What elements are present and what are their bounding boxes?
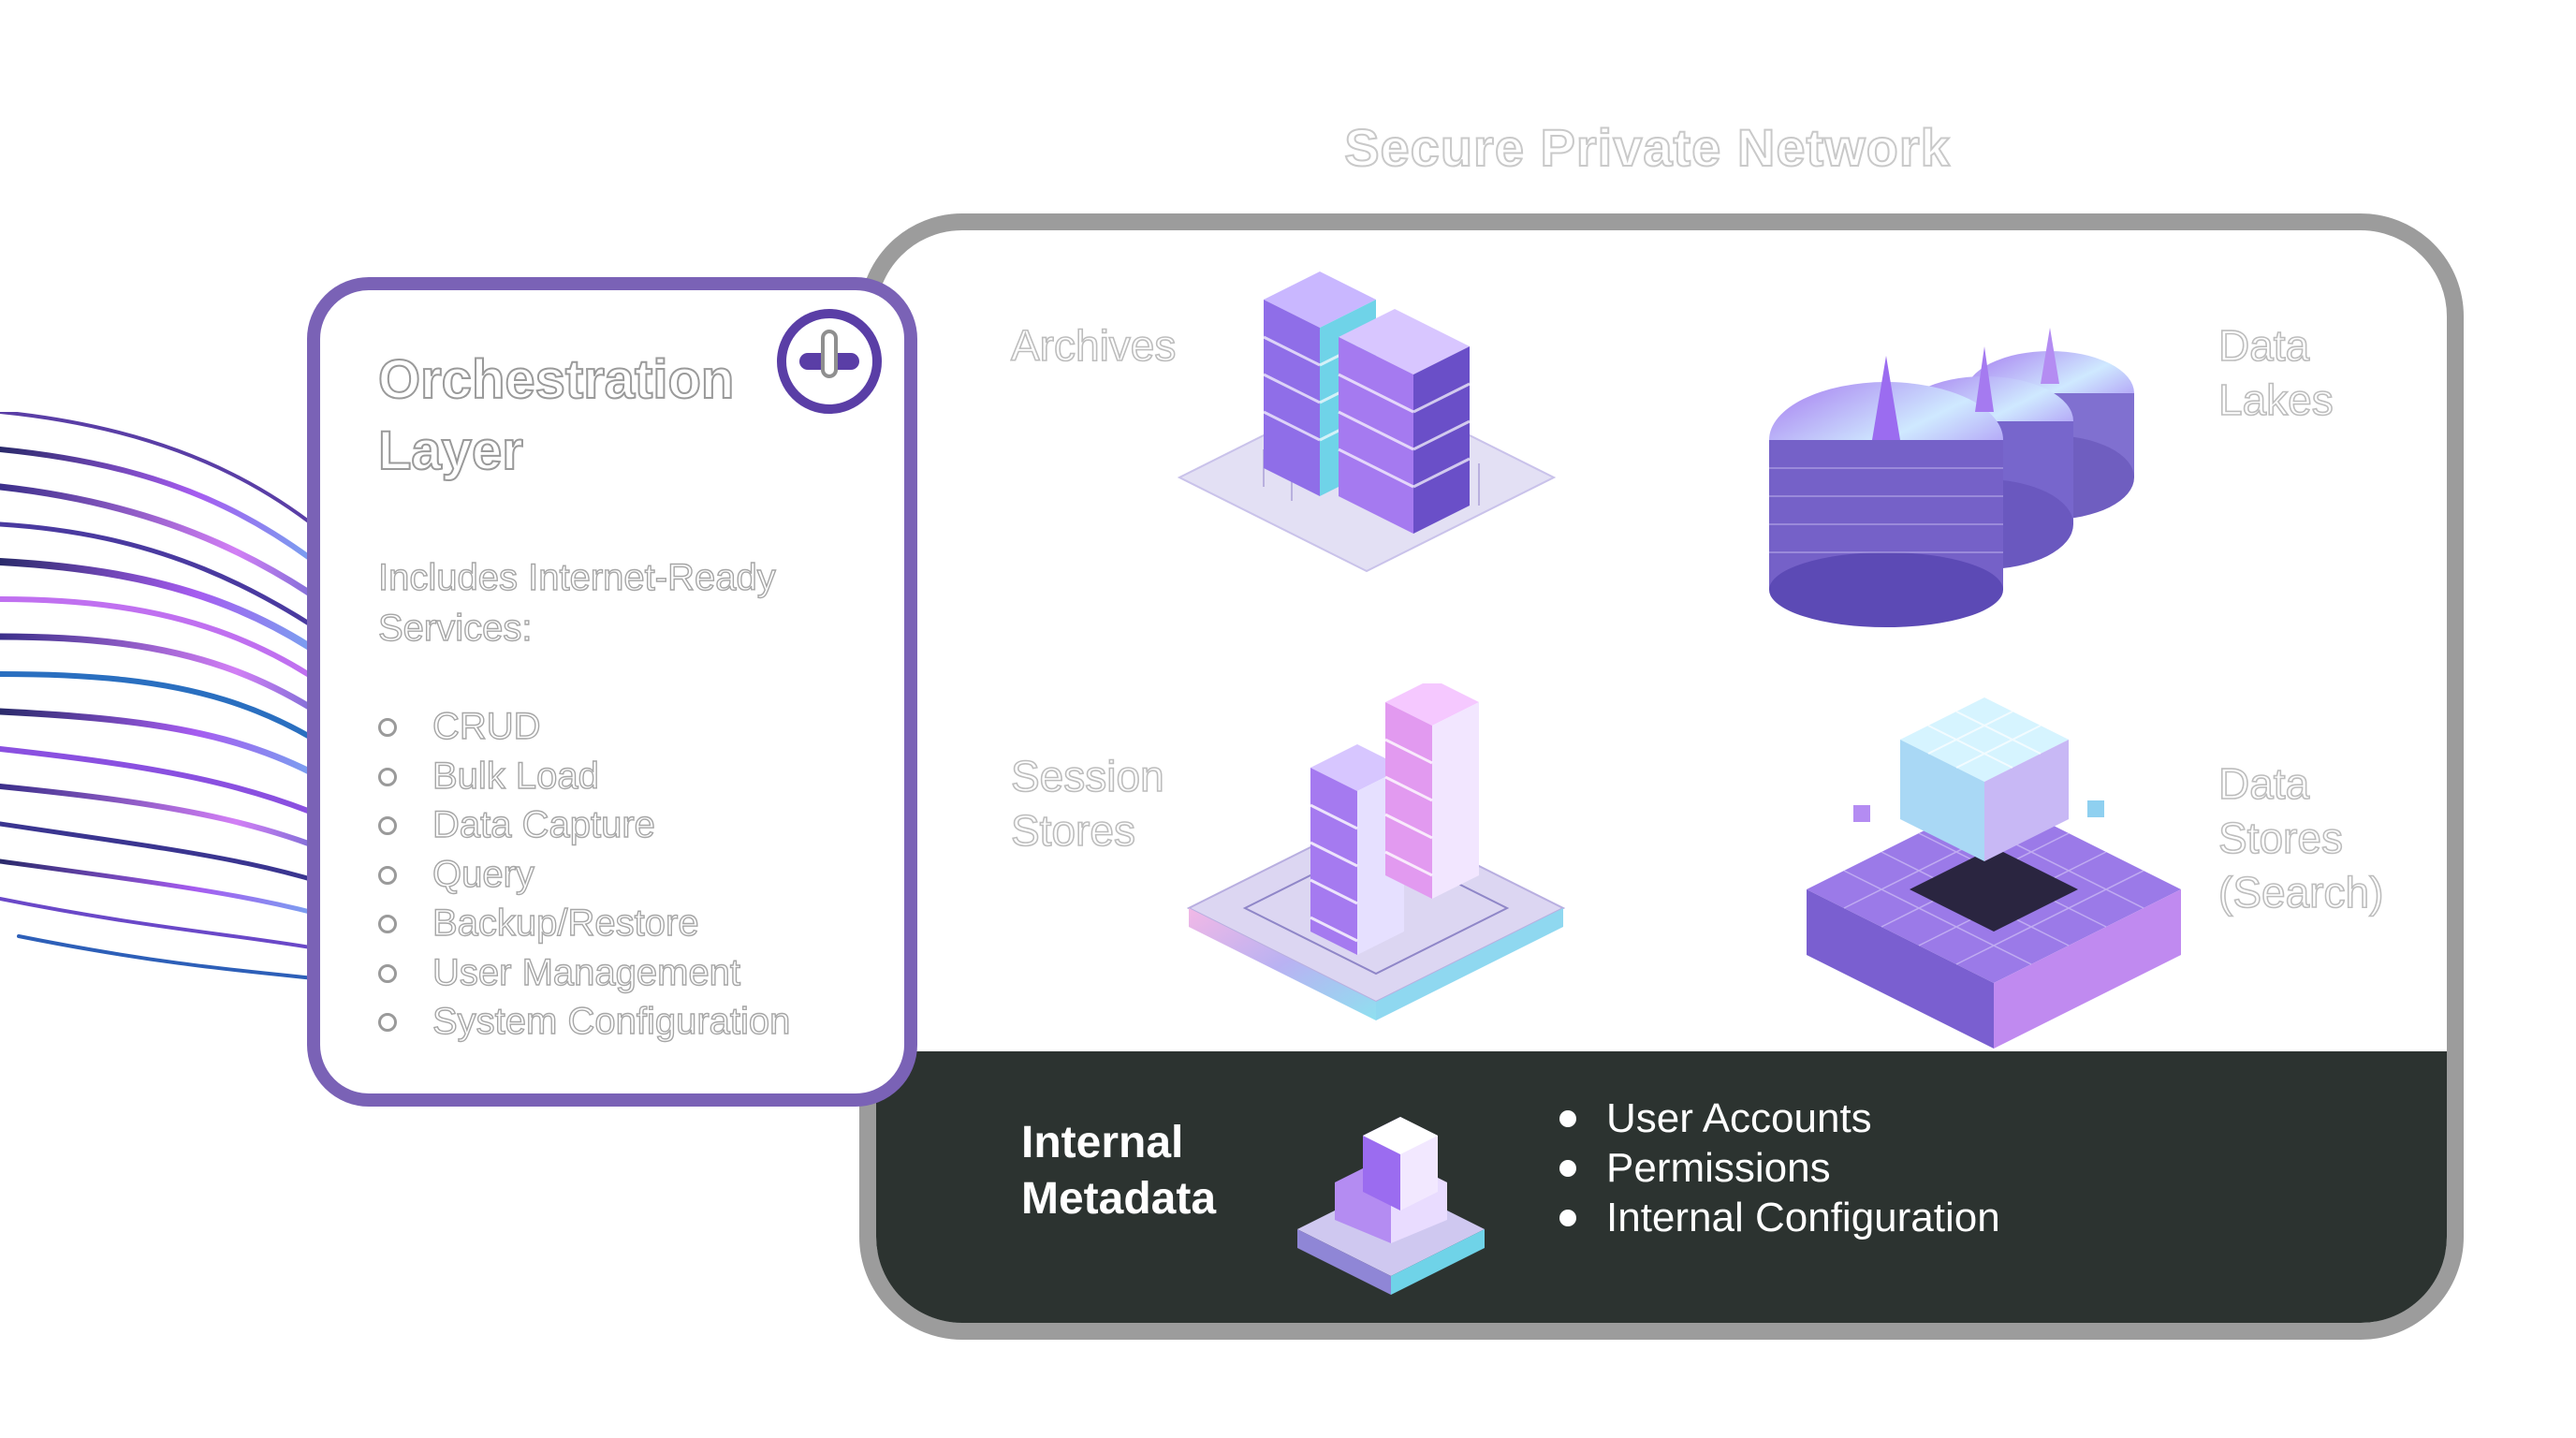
orchestration-title: Orchestration Layer: [377, 345, 735, 487]
search-stores-line3: (Search): [2217, 867, 2384, 917]
service-system-configuration: System Configuration: [378, 997, 791, 1047]
internal-metadata-label: Internal Metadata: [1021, 1115, 1216, 1227]
search-stores-line1: Data: [2217, 758, 2310, 809]
service-crud: CRUD: [378, 702, 790, 752]
session-stores-label: Session Stores: [1010, 749, 1164, 858]
network-title: Secure Private Network: [1343, 117, 1951, 178]
archive-server-icon: [1177, 271, 1557, 573]
data-lakes-line1: Data: [2217, 320, 2310, 371]
orchestration-title-line1: Orchestration: [377, 348, 735, 411]
services-list: CRUD Bulk Load Data Capture Query Backup…: [378, 702, 791, 1047]
data-lakes-label: Data Lakes: [2217, 318, 2334, 427]
service-query: Query: [378, 850, 790, 900]
orchestration-title-line2: Layer: [377, 419, 524, 482]
metadata-item-internal-configuration: Internal Configuration: [1559, 1193, 2000, 1242]
metadata-cube-icon: [1297, 1117, 1485, 1295]
metadata-item-user-accounts: User Accounts: [1559, 1093, 2000, 1143]
metadata-label-line1: Internal: [1021, 1118, 1184, 1167]
service-backup-restore: Backup/Restore: [378, 899, 790, 948]
session-server-icon: [1186, 683, 1566, 1020]
orchestration-subtitle-line2: Services:: [377, 607, 533, 649]
data-lakes-line2: Lakes: [2217, 374, 2334, 425]
search-cube-icon: [1807, 697, 2181, 1049]
session-stores-line2: Stores: [1010, 805, 1136, 856]
service-user-management: User Management: [378, 948, 790, 998]
metadata-label-line2: Metadata: [1021, 1174, 1217, 1224]
archives-label: Archives: [1010, 320, 1177, 371]
service-bulk-load: Bulk Load: [378, 752, 790, 801]
session-stores-line1: Session: [1010, 751, 1164, 801]
orchestration-subtitle-line1: Includes Internet-Ready: [377, 556, 776, 598]
internal-metadata-band: Internal Metadata User Accounts Permissi…: [876, 1051, 2447, 1323]
metadata-list: User Accounts Permissions Internal Confi…: [1559, 1093, 2000, 1242]
search-stores-label: Data Stores (Search): [2217, 756, 2384, 919]
orchestration-subtitle: Includes Internet-Ready Services:: [377, 552, 865, 653]
data-lake-icon: [1769, 328, 2134, 627]
service-data-capture: Data Capture: [378, 800, 790, 850]
plus-icon: [777, 309, 882, 414]
metadata-item-permissions: Permissions: [1559, 1143, 2000, 1193]
orchestration-layer-card: Orchestration Layer Includes Internet-Re…: [307, 277, 917, 1107]
search-stores-line2: Stores: [2217, 813, 2344, 863]
